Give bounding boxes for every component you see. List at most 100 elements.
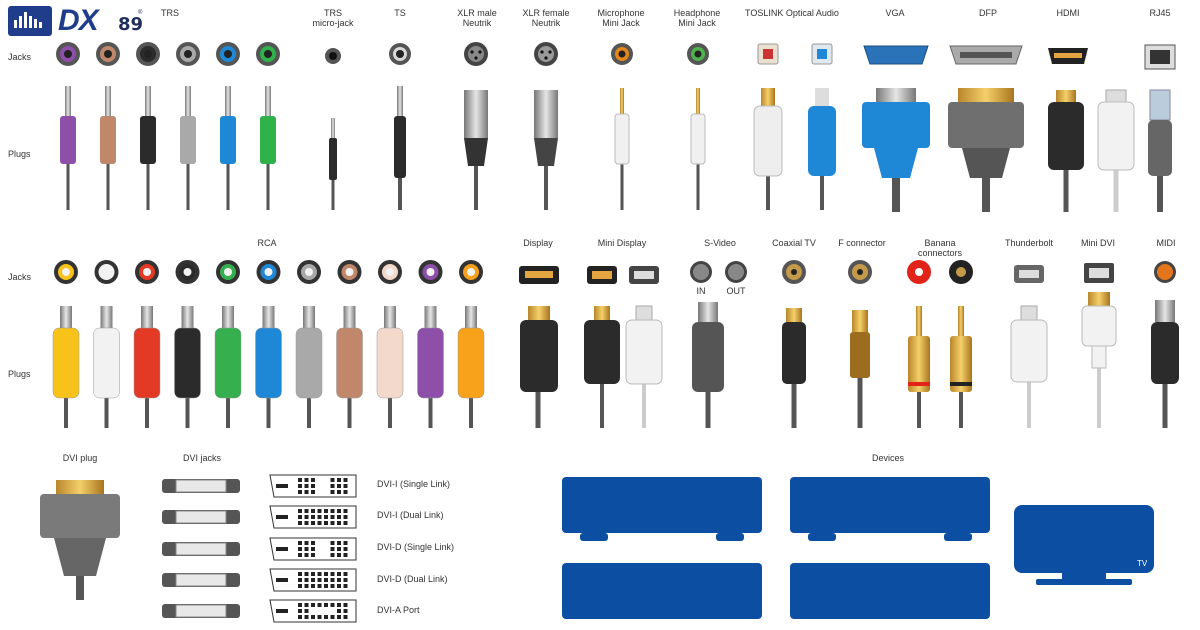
thunderbolt-plug-icon	[1010, 305, 1048, 428]
f-connector-jack-icon	[848, 260, 872, 284]
trs-jack-1-icon	[56, 42, 80, 66]
trs-micro-jack-icon	[325, 48, 341, 64]
logo-number: 89	[118, 14, 144, 35]
mini-display-jack-1-icon	[587, 266, 617, 284]
row-label-plugs: Plugs	[8, 149, 31, 159]
rca-plug-10-icon	[417, 306, 444, 428]
rca-jack-1-icon	[54, 260, 78, 284]
trs-jack-5-icon	[216, 42, 240, 66]
trs-plug-5-icon	[220, 86, 236, 210]
vga-plug-icon	[862, 88, 930, 212]
dvi-pin-diagram-4-icon	[269, 568, 357, 592]
rca-jack-4-icon	[175, 260, 200, 284]
device-box-1-icon	[562, 477, 762, 541]
rca-jack-5-icon	[216, 260, 240, 284]
label-trs-micro: TRS micro-jack	[312, 8, 354, 28]
dvi-pin-diagram-1-icon	[269, 474, 357, 498]
midi-plug-icon	[1151, 300, 1179, 428]
rca-jack-8-icon	[337, 260, 362, 284]
headphone-mini-plug-icon	[690, 88, 706, 210]
trs-jack-3-icon	[136, 42, 160, 66]
label-dvi-d-dual: DVI-D (Dual Link)	[377, 574, 448, 584]
dvi-jack-5-icon	[162, 604, 240, 618]
display-port-jack-icon	[519, 266, 559, 284]
rca-plug-5-icon	[214, 306, 242, 428]
label-svideo-in: IN	[696, 286, 706, 296]
label-s-video: S-Video	[704, 238, 736, 248]
label-rj45: RJ45	[1149, 8, 1171, 18]
hdmi-plug-2-icon	[1097, 89, 1135, 212]
label-xlr-female: XLR female Neutrik	[522, 8, 570, 28]
ts-plug-icon	[394, 86, 406, 210]
device-box-3-icon	[562, 563, 762, 619]
label-vga: VGA	[885, 8, 905, 18]
rca-plug-6-icon	[255, 306, 282, 428]
label-mini-dvi: Mini DVI	[1080, 238, 1115, 248]
ts-jack-icon	[389, 43, 411, 65]
trs-jack-6-icon	[256, 42, 280, 66]
xlr-male-plug-icon	[464, 90, 488, 210]
mic-mini-jack-icon	[611, 43, 633, 65]
banana-red-plug-icon	[908, 306, 930, 428]
rca-plug-4-icon	[174, 306, 201, 428]
tv-label: TV	[1137, 559, 1148, 568]
label-dvi-jacks: DVI jacks	[182, 453, 221, 463]
tv-icon: TV	[1014, 505, 1154, 585]
rca-jack-9-icon	[378, 260, 402, 284]
rca-jack-10-icon	[418, 260, 443, 284]
mini-display-plug-1-icon	[584, 306, 620, 428]
coaxial-jack-icon	[782, 260, 806, 284]
trs-plug-1-icon	[60, 86, 76, 210]
toslink-plug-2-icon	[808, 88, 836, 210]
label-mic-mini: Microphone Mini Jack	[597, 8, 645, 28]
rca-plug-1-icon	[52, 306, 80, 428]
rca-plug-11-icon	[457, 306, 485, 428]
dfp-jack-icon	[949, 45, 1023, 65]
label-xlr-male: XLR male Neutrik	[457, 8, 497, 28]
trs-plug-6-icon	[260, 86, 276, 210]
label-dfp: DFP	[979, 8, 997, 18]
xlr-female-plug-icon	[534, 90, 558, 210]
logo-registered: ®	[138, 10, 143, 16]
trs-micro-plug-icon	[329, 118, 337, 210]
mini-display-plug-2-icon	[625, 305, 663, 428]
label-headphone-mini: Headphone Mini Jack	[673, 8, 721, 28]
label-svideo-out: OUT	[726, 286, 746, 296]
dvi-jack-3-icon	[162, 542, 240, 556]
device-box-4-icon	[790, 563, 990, 619]
dvi-plug-icon	[40, 480, 120, 600]
label-display: Display	[523, 238, 553, 248]
thunderbolt-jack-icon	[1014, 265, 1044, 283]
dvi-jack-4-icon	[162, 573, 240, 587]
toslink-plug-1-icon	[753, 88, 783, 210]
toslink-jack-2-icon	[811, 43, 833, 65]
label-trs: TRS	[161, 8, 179, 18]
xlr-male-jack-icon	[464, 42, 488, 66]
banana-black-jack-icon	[949, 260, 973, 284]
label-mini-display: Mini Display	[597, 238, 647, 248]
label-dvi-d-single: DVI-D (Single Link)	[377, 542, 455, 552]
dvi-jack-2-icon	[162, 510, 240, 524]
banana-black-plug-icon	[950, 306, 972, 428]
svideo-out-jack-icon	[725, 261, 747, 283]
label-devices: Devices	[871, 453, 904, 463]
svideo-in-jack-icon	[690, 261, 712, 283]
dvi-pin-diagram-3-icon	[269, 537, 357, 561]
label-hdmi: HDMI	[1056, 8, 1080, 18]
vga-jack-icon	[863, 45, 929, 65]
rj45-plug-icon	[1148, 89, 1172, 212]
row-label-jacks: Jacks	[8, 52, 32, 62]
label-dvi-a: DVI-A Port	[377, 605, 420, 615]
label-banana: Banana connectors	[917, 238, 963, 258]
dvi-pin-diagram-2-icon	[269, 505, 357, 529]
trs-jack-2-icon	[96, 42, 120, 66]
rca-plug-3-icon	[133, 306, 161, 428]
label-thunderbolt: Thunderbolt	[1004, 238, 1054, 248]
row-label-plugs-2: Plugs	[8, 369, 31, 379]
svideo-plug-icon	[692, 302, 724, 428]
label-dvi-i-dual: DVI-I (Dual Link)	[377, 510, 444, 520]
rca-plug-9-icon	[376, 306, 404, 428]
rca-plug-2-icon	[93, 306, 120, 428]
mini-dvi-jack-icon	[1084, 263, 1114, 283]
headphone-mini-jack-icon	[687, 43, 709, 65]
